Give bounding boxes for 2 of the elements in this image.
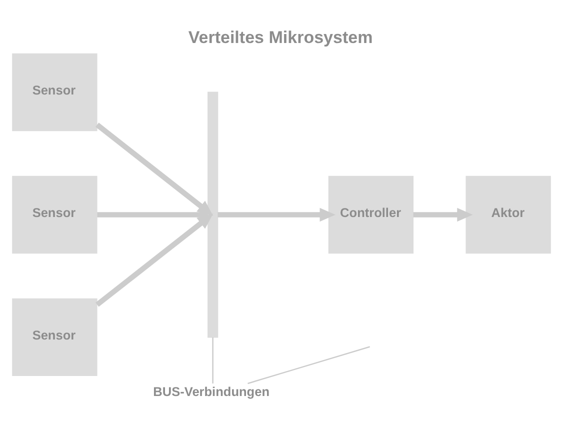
diagram-title: Verteiltes Mikrosystem: [188, 28, 373, 48]
node-text: BUS-Verbindungen: [153, 384, 270, 399]
